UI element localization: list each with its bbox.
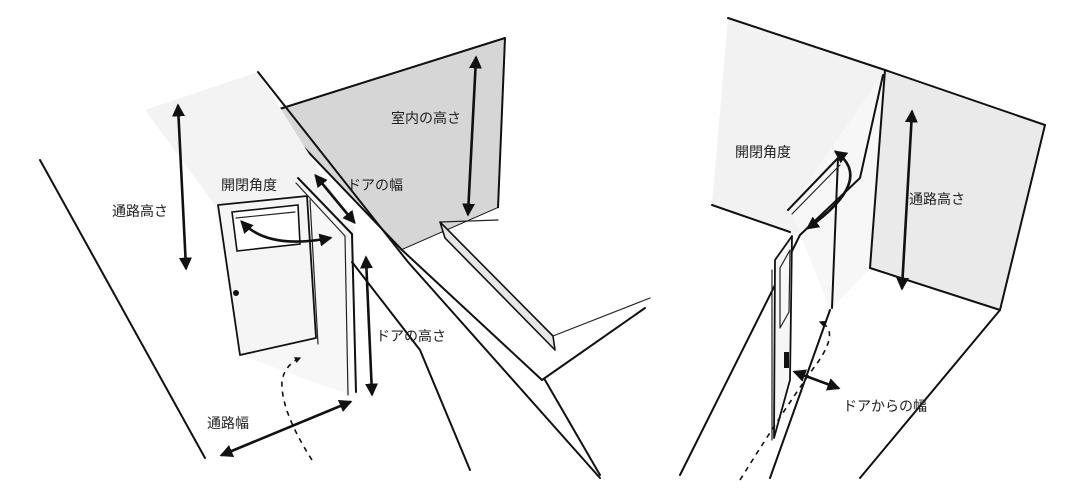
dim-opening-angle — [240, 220, 333, 247]
label-corridor-height: 通路高さ — [112, 203, 168, 220]
door-window — [231, 204, 301, 252]
right-back-wall-left — [712, 18, 885, 245]
room-floor — [402, 208, 650, 440]
label-room-height: 室内の高さ — [391, 110, 461, 127]
right-label-width-from-door: ドアからの幅 — [843, 399, 927, 415]
left-diagram: 室内の高さ ドアの幅 開閉角度 通路高さ ドアの高さ 通路幅 — [39, 37, 651, 479]
right-door-handle — [784, 352, 789, 368]
door-knob — [233, 290, 239, 296]
dim-room-height — [462, 55, 482, 217]
right-dim-opening-angle — [805, 150, 852, 230]
label-corridor-width: 通路幅 — [207, 416, 249, 432]
right-label-opening-angle: 開閉角度 — [735, 145, 791, 161]
right-walking-path — [739, 320, 831, 481]
right-back-wall-right — [870, 70, 1045, 310]
dim-corridor-width — [219, 399, 353, 458]
right-dim-corridor-height — [896, 109, 918, 291]
label-opening-angle: 開閉角度 — [221, 178, 277, 194]
dim-door-height — [359, 255, 379, 397]
label-door-height: ドアの高さ — [376, 328, 446, 345]
right-door-leaf — [773, 235, 793, 439]
right-dim-width-from-door — [792, 369, 841, 391]
dim-corridor-height — [172, 103, 192, 271]
dim-door-width — [314, 173, 356, 225]
label-door-width: ドアの幅 — [347, 178, 403, 194]
right-diagram: 開閉角度 通路高さ ドアからの幅 — [679, 17, 1046, 481]
right-label-corridor-height: 通路高さ — [909, 191, 965, 208]
threshold-step — [439, 221, 556, 351]
